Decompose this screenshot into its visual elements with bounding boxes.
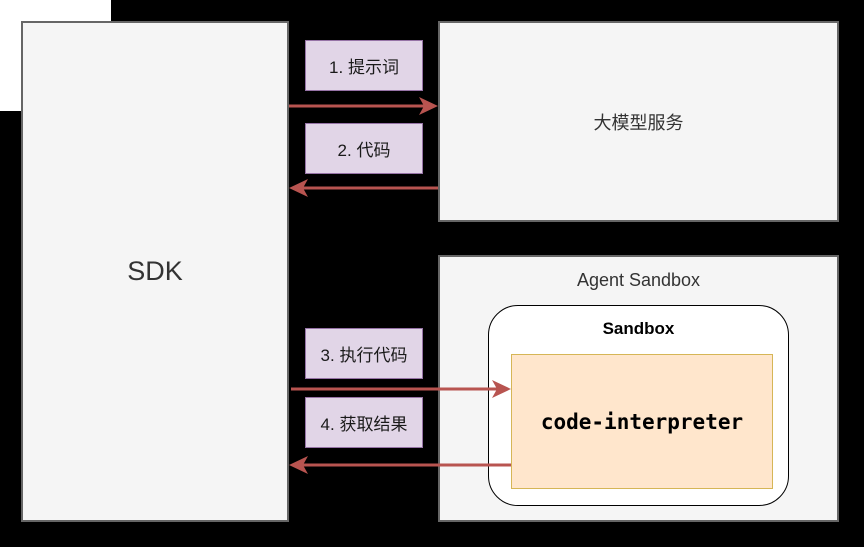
- llm-service-node: 大模型服务: [438, 21, 839, 222]
- edge-label-execute: 3. 执行代码: [305, 328, 423, 379]
- arrowhead-icon: [289, 179, 308, 197]
- arrowhead-icon: [492, 380, 511, 398]
- llm-service-label: 大模型服务: [593, 112, 684, 133]
- code-interpreter-label: code-interpreter: [540, 409, 744, 434]
- edge-label-result-text: 4. 获取结果: [320, 415, 408, 434]
- code-interpreter-node: code-interpreter: [511, 354, 773, 489]
- agent-sandbox-title: Agent Sandbox: [576, 270, 701, 290]
- edge-label-execute-text: 3. 执行代码: [320, 346, 408, 365]
- arrowhead-icon: [419, 97, 438, 115]
- sdk-label: SDK: [127, 256, 183, 286]
- edge-label-prompt-text: 1. 提示词: [329, 58, 399, 77]
- edge-label-prompt: 1. 提示词: [305, 40, 423, 91]
- sdk-node: SDK: [21, 21, 289, 522]
- arrow-sdk-to-llm: [289, 97, 438, 115]
- edge-label-result: 4. 获取结果: [305, 397, 423, 448]
- arrow-sdk-to-code-interpreter: [291, 380, 511, 398]
- arrowhead-icon: [289, 456, 308, 474]
- edge-label-code: 2. 代码: [305, 123, 423, 174]
- arrow-llm-to-sdk: [289, 179, 438, 197]
- sandbox-title: Sandbox: [602, 319, 675, 338]
- edge-label-code-text: 2. 代码: [337, 141, 391, 160]
- arrow-code-interpreter-to-sdk: [289, 456, 511, 474]
